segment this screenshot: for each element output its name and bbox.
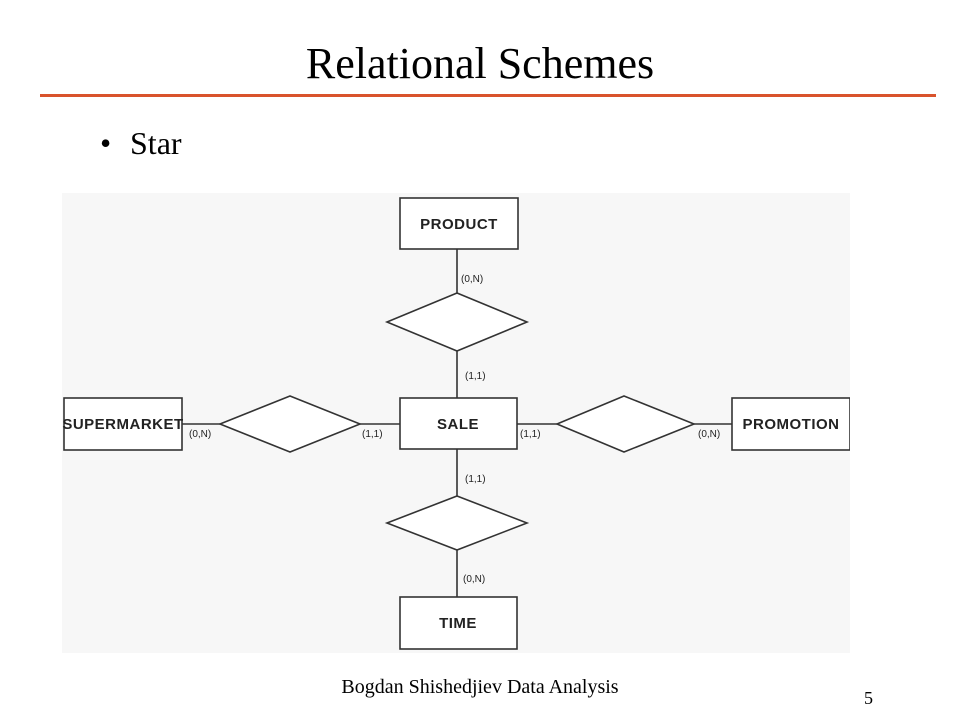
- relationship-diamond-bottom: [384, 495, 530, 551]
- cardinality-sale-left: (1,1): [362, 429, 383, 440]
- title-underline: [40, 94, 936, 97]
- entity-time-label: TIME: [439, 615, 477, 632]
- entity-sale-label: SALE: [437, 416, 479, 433]
- slide-footer: Bogdan Shishedjiev Data Analysis: [341, 676, 619, 698]
- entity-supermarket: SUPERMARKET: [62, 397, 183, 451]
- entity-promotion: PROMOTION: [731, 397, 851, 451]
- er-diagram: PRODUCT SUPERMARKET SALE PROMOTION TIME …: [62, 193, 851, 653]
- entity-supermarket-label: SUPERMARKET: [62, 416, 183, 433]
- cardinality-time: (0,N): [463, 574, 485, 585]
- entity-product-label: PRODUCT: [420, 216, 498, 233]
- cardinality-supermarket: (0,N): [189, 429, 211, 440]
- bullet-text: Star: [130, 125, 182, 161]
- cardinality-product: (0,N): [461, 274, 483, 285]
- page-number: 5: [864, 688, 873, 708]
- entity-time: TIME: [399, 596, 518, 650]
- cardinality-promotion: (0,N): [698, 429, 720, 440]
- entity-sale: SALE: [399, 397, 518, 450]
- relationship-diamond-right: [554, 395, 697, 453]
- entity-promotion-label: PROMOTION: [743, 416, 840, 433]
- entity-product: PRODUCT: [399, 197, 519, 250]
- cardinality-sale-top: (1,1): [465, 371, 486, 382]
- bullet-dot-icon: •: [100, 125, 112, 161]
- relationship-diamond-top: [384, 292, 530, 352]
- cardinality-sale-bottom: (1,1): [465, 474, 486, 485]
- bullet-item: • Star: [100, 125, 182, 162]
- cardinality-sale-right: (1,1): [520, 429, 541, 440]
- slide-title: Relational Schemes: [305, 39, 655, 88]
- relationship-diamond-left: [217, 395, 363, 453]
